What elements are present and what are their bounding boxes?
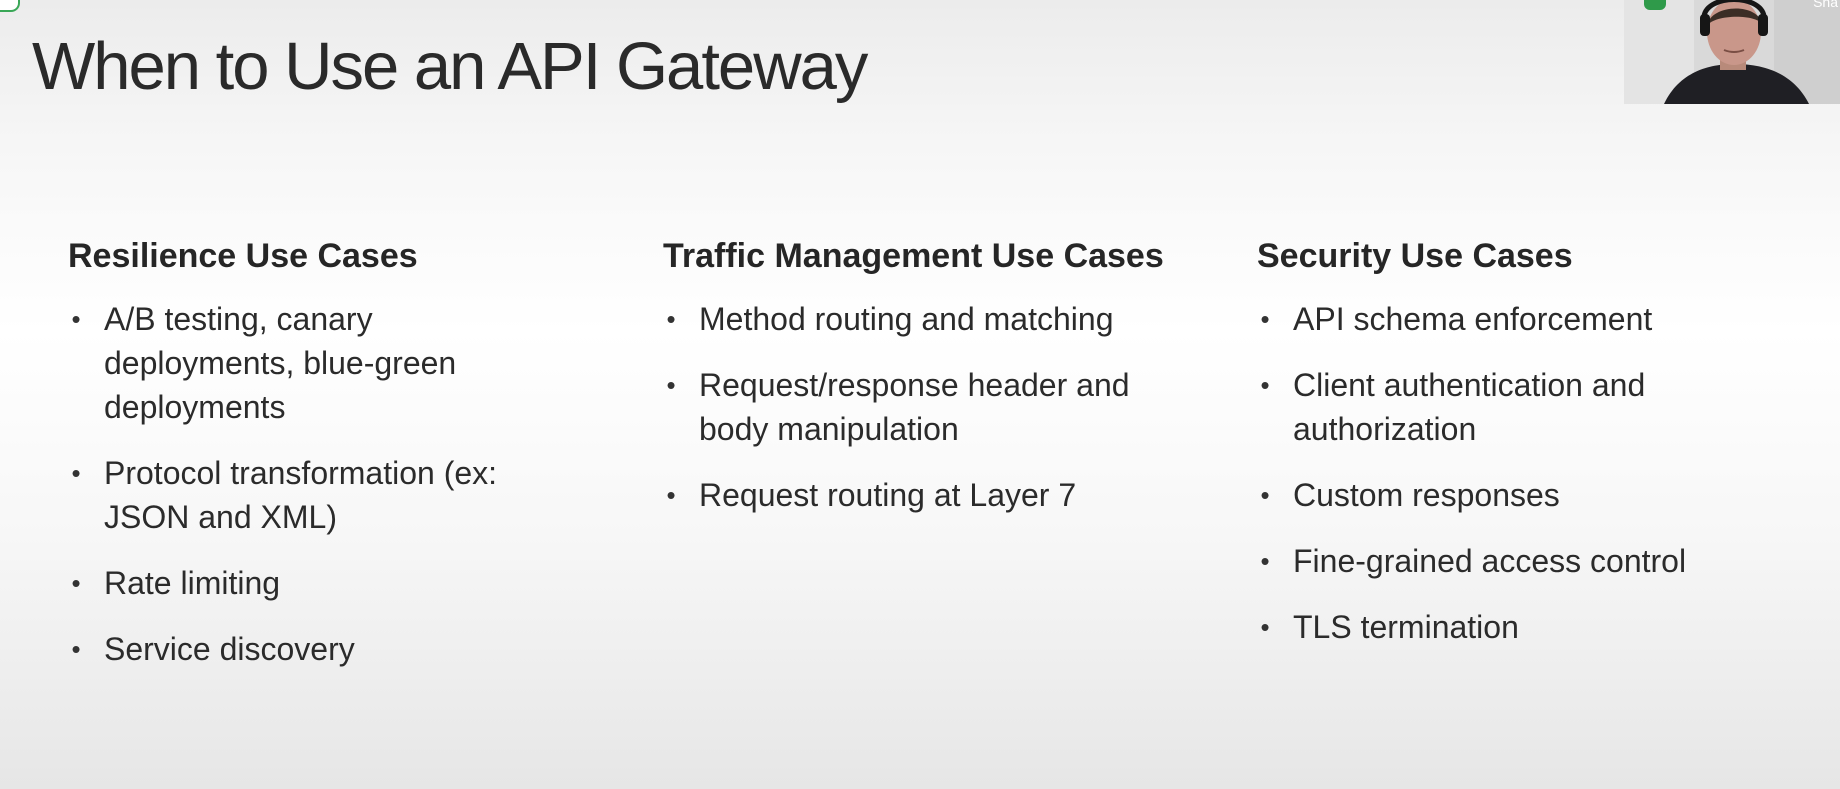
- traffic-management-column: Traffic Management Use Cases • Method rou…: [663, 236, 1183, 539]
- list-item: • A/B testing, canary deployments, blue-g…: [68, 297, 588, 429]
- list-item-text: Client authentication and authorization: [1293, 366, 1646, 447]
- bullet-icon: •: [71, 457, 81, 488]
- list-item-text: Request/response header and body manipul…: [699, 366, 1130, 447]
- list-item-text: Rate limiting: [104, 564, 281, 601]
- participant-name: Sha: [1813, 0, 1838, 10]
- column-heading: Traffic Management Use Cases: [663, 237, 1164, 275]
- list-item: • Rate limiting: [68, 561, 588, 605]
- list-item: • Request/response header and body manipu…: [663, 363, 1183, 451]
- list-item: • Custom responses: [1257, 473, 1777, 517]
- bullet-icon: •: [1260, 545, 1270, 576]
- list-item-text: Method routing and matching: [699, 300, 1114, 337]
- list-item: • API schema enforcement: [1257, 297, 1777, 341]
- bullet-list: • Method routing and matching • Request/re…: [663, 297, 1183, 517]
- app-corner-icon: [0, 0, 20, 12]
- list-item-text: Service discovery: [104, 630, 355, 667]
- list-item-text: Request routing at Layer 7: [699, 476, 1077, 513]
- list-item-text: A/B testing, canary deployments, blue-gr…: [104, 300, 457, 425]
- bullet-icon: •: [71, 567, 81, 598]
- list-item-text: API schema enforcement: [1293, 300, 1653, 337]
- column-heading: Security Use Cases: [1257, 237, 1573, 275]
- list-item: • Protocol transformation (ex: JSON and X…: [68, 451, 588, 539]
- list-item: • TLS termination: [1257, 605, 1777, 649]
- bullet-icon: •: [71, 633, 81, 664]
- bullet-icon: •: [1260, 479, 1270, 510]
- bullet-icon: •: [71, 303, 81, 334]
- list-item: • Method routing and matching: [663, 297, 1183, 341]
- list-item-text: Protocol transformation (ex: JSON and XM…: [104, 454, 498, 535]
- list-item: • Fine-grained access control: [1257, 539, 1777, 583]
- list-item-text: Custom responses: [1293, 476, 1560, 513]
- list-item-text: Fine-grained access control: [1293, 542, 1687, 579]
- bullet-icon: •: [1260, 303, 1270, 334]
- webcam-video[interactable]: Sha: [1624, 0, 1840, 104]
- column-heading: Resilience Use Cases: [68, 237, 418, 275]
- presenter-video-frame: [1624, 0, 1840, 104]
- bullet-icon: •: [1260, 369, 1270, 400]
- bullet-icon: •: [666, 303, 676, 334]
- bullet-icon: •: [1260, 611, 1270, 642]
- slide-title: When to Use an API Gateway: [32, 29, 868, 104]
- list-item: • Service discovery: [68, 627, 588, 671]
- bullet-icon: •: [666, 369, 676, 400]
- bullet-list: • A/B testing, canary deployments, blue-g…: [68, 297, 588, 671]
- list-item: • Client authentication and authorization: [1257, 363, 1777, 451]
- bullet-icon: •: [666, 479, 676, 510]
- green-logo-icon: [1644, 0, 1666, 10]
- list-item: • Request routing at Layer 7: [663, 473, 1183, 517]
- resilience-column: Resilience Use Cases • A/B testing, canar…: [68, 236, 588, 693]
- bullet-list: • API schema enforcement • Client authenti…: [1257, 297, 1777, 649]
- security-column: Security Use Cases • API schema enforceme…: [1257, 236, 1777, 671]
- list-item-text: TLS termination: [1293, 608, 1519, 645]
